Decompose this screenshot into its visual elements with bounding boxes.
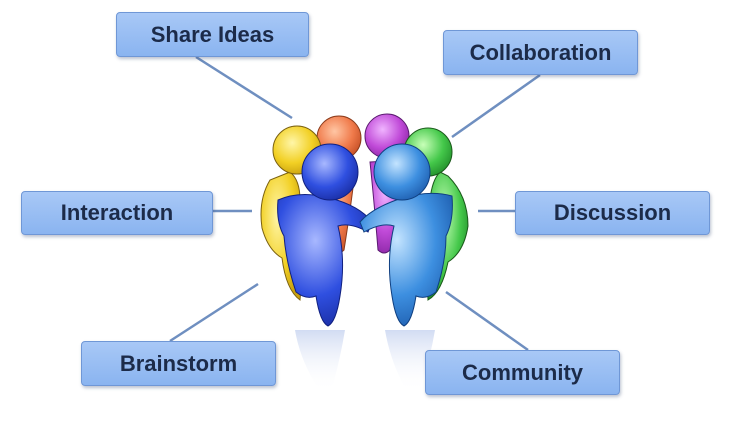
figures-reflection	[295, 330, 435, 392]
label-discussion: Discussion	[515, 191, 710, 235]
label-discussion-text: Discussion	[553, 200, 672, 225]
label-brainstorm: Brainstorm	[81, 341, 276, 386]
label-community: Community	[425, 350, 620, 395]
label-share-ideas-text: Share Ideas	[150, 21, 275, 47]
figure-blue-dark	[277, 143, 373, 327]
figure-blue-light	[359, 143, 453, 327]
label-brainstorm-text: Brainstorm	[119, 350, 238, 376]
label-community-text: Community	[462, 359, 583, 385]
label-collaboration: Collaboration	[443, 30, 638, 75]
connector-collaboration	[451, 73, 541, 139]
label-share-ideas: Share Ideas	[116, 12, 309, 57]
connector-share-ideas	[195, 55, 293, 120]
connector-brainstorm	[169, 282, 259, 343]
connector-community	[445, 290, 529, 352]
label-collaboration-text: Collaboration	[469, 39, 612, 65]
label-interaction: Interaction	[21, 191, 213, 235]
label-interaction-text: Interaction	[60, 200, 174, 225]
